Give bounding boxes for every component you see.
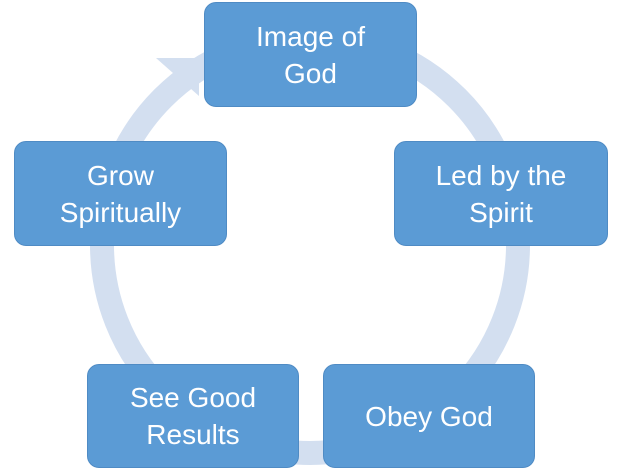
node-label-line: Spirit bbox=[469, 196, 533, 228]
node-led-by-the-spirit: Led by the Spirit bbox=[394, 141, 608, 246]
node-label-line: Results bbox=[146, 419, 240, 450]
node-label-line: See Good bbox=[129, 382, 257, 413]
node-image-of-god: Image of God bbox=[204, 2, 417, 107]
node-label-line: Grow bbox=[87, 159, 154, 191]
node-label-line: Obey God bbox=[365, 400, 493, 432]
node-label-line: Led by the bbox=[435, 159, 567, 191]
node-label-line: Spiritually bbox=[59, 196, 182, 228]
node-grow-spiritually: Grow Spiritually bbox=[14, 141, 227, 246]
node-label-line: Image of bbox=[256, 20, 365, 52]
node-label-line: God bbox=[284, 57, 337, 89]
cycle-arrowhead-icon bbox=[156, 58, 199, 96]
node-see-good-results: See Good Results bbox=[87, 364, 299, 468]
node-obey-god: Obey God bbox=[323, 364, 535, 468]
